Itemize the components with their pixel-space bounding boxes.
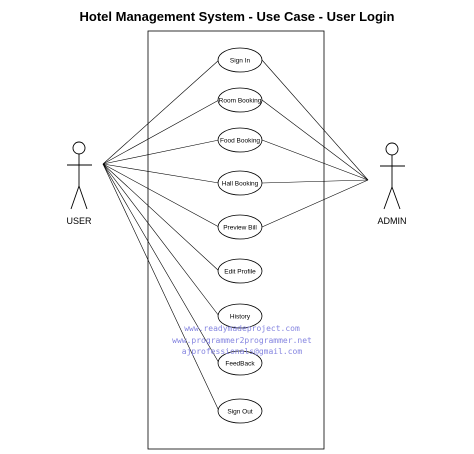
line-admin-hall-booking <box>261 179 369 184</box>
use-case-label: FeedBack <box>225 361 255 368</box>
watermark-line: ajprofessionals@gmail.com <box>182 347 303 356</box>
line-user-room-booking <box>102 99 220 165</box>
user-actor-label: USER <box>66 216 92 226</box>
use-case-labels: Sign In Room Booking Food Booking Hall B… <box>219 58 262 416</box>
use-case-label: Preview Bill <box>223 225 257 232</box>
admin-actor-right-leg <box>391 186 401 210</box>
diagram-title: Hotel Management System - Use Case - Use… <box>80 9 395 24</box>
use-case-label: History <box>230 314 251 321</box>
use-case-label: Hall Booking <box>222 181 259 188</box>
line-user-hall-booking <box>102 163 220 184</box>
use-case-hall-booking <box>217 170 263 196</box>
admin-actor-label: ADMIN <box>378 216 407 226</box>
use-case-label: Sign In <box>230 58 251 65</box>
line-user-preview-bill <box>102 163 220 228</box>
line-admin-food-booking <box>261 139 369 181</box>
admin-actor <box>380 142 405 210</box>
line-admin-room-booking <box>261 99 369 181</box>
use-case-edit-profile <box>217 258 263 284</box>
user-actor <box>67 141 92 210</box>
line-user-feedback <box>102 163 220 364</box>
user-actor-head <box>72 141 86 155</box>
admin-actor-head <box>385 142 399 156</box>
user-actor-left-leg <box>70 185 80 210</box>
watermark: www.readymadeproject.com www.programmer2… <box>172 324 312 356</box>
admin-actor-left-leg <box>383 186 393 210</box>
use-case-history <box>217 303 263 329</box>
user-actor-right-leg <box>78 185 88 210</box>
use-case-food-booking <box>217 127 263 153</box>
watermark-line: www.readymadeproject.com <box>184 324 300 333</box>
system-boundary <box>147 30 325 450</box>
use-case-label: Sign Out <box>227 409 252 416</box>
use-case-label: Food Booking <box>220 138 260 145</box>
use-case-feedback <box>217 350 263 376</box>
watermark-line: www.programmer2programmer.net <box>172 336 312 345</box>
use-case-preview-bill <box>217 214 263 240</box>
line-admin-preview-bill <box>261 179 369 228</box>
use-case-sign-in <box>217 47 263 73</box>
use-case-room-booking <box>217 87 263 113</box>
use-case-shapes <box>217 47 263 424</box>
line-user-history <box>102 163 220 317</box>
use-case-label: Edit Profile <box>224 269 256 276</box>
line-admin-sign-in <box>261 59 369 181</box>
line-user-edit-profile <box>102 163 220 272</box>
use-case-sign-out <box>217 398 263 424</box>
admin-associations <box>261 59 369 228</box>
line-user-sign-out <box>102 163 220 412</box>
user-associations <box>102 59 220 412</box>
line-user-sign-in <box>102 59 220 165</box>
use-case-label: Room Booking <box>219 98 262 105</box>
line-user-food-booking <box>102 139 220 165</box>
